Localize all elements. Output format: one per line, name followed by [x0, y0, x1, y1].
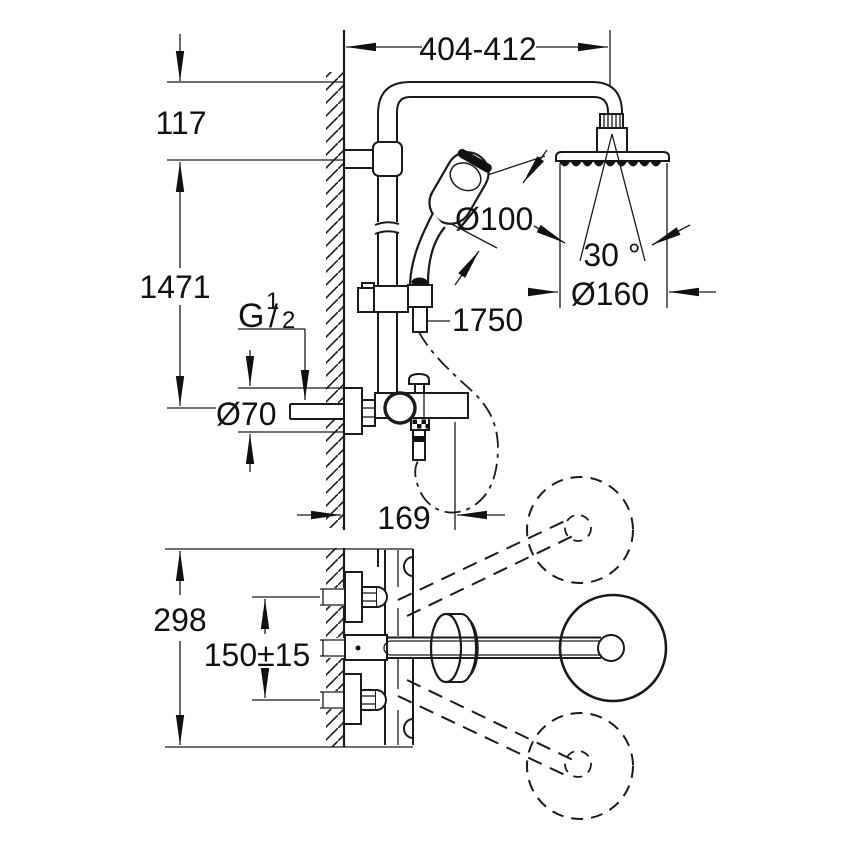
- inlet-union-bottom: [343, 673, 387, 725]
- supply-connection: [289, 403, 344, 420]
- dim-top-width-label: 404-412: [419, 31, 536, 67]
- arm-pivot: [429, 612, 463, 684]
- dim-thread-label: G 1 / 2: [238, 288, 295, 335]
- thread-prefix: G: [238, 297, 264, 335]
- dim-spout-projection-label: 169: [377, 500, 430, 536]
- dim-arm-offset-label: 117: [155, 105, 206, 141]
- spray-cone-right: [611, 133, 646, 262]
- dimension-labels: 404-412 117 1471 G 1 / 2 Ø70 Ø100 30 ° Ø…: [139, 31, 649, 673]
- dim-lines: [167, 30, 716, 530]
- mixer-body-top-view: [343, 549, 414, 745]
- front-view: [167, 30, 716, 530]
- hand-shower-handle: [408, 212, 446, 285]
- mixer-front: [343, 372, 469, 461]
- thread-denominator: 2: [282, 307, 295, 334]
- thread-numerator: 1: [266, 288, 279, 315]
- head-shower: [555, 113, 670, 262]
- dim-body-height-label: 298: [153, 602, 206, 638]
- hose-nipple: [412, 306, 428, 333]
- wall-front: [326, 30, 346, 530]
- thread-slash: /: [269, 298, 278, 334]
- dim-head-shower-label: Ø160: [571, 276, 649, 312]
- swivel-range: [397, 476, 634, 820]
- arm-end-cap: [597, 634, 625, 662]
- swivel-arm: [383, 612, 625, 684]
- spray-cone-left: [579, 133, 613, 262]
- mixer-knob: [383, 391, 417, 425]
- shower-arm-pipe: [345, 81, 623, 394]
- dim-escutcheon-label: Ø70: [216, 396, 276, 432]
- head-shower-plate: [555, 151, 670, 162]
- hand-shower-holder: [357, 282, 433, 333]
- holder-cone: [407, 284, 433, 308]
- shower-hose: [414, 331, 499, 514]
- top-view: [165, 476, 668, 820]
- head-shower-connector: [596, 127, 628, 153]
- hand-shower: [408, 148, 492, 287]
- dim-inlet-spacing-label: 150±15: [204, 637, 311, 673]
- inlet-union-top: [344, 571, 388, 623]
- hand-shower-face: [457, 148, 492, 173]
- dim-hand-shower-label: Ø100: [455, 201, 533, 237]
- dim-rail-height-label: 1471: [139, 269, 210, 305]
- diverter-knob: [408, 372, 430, 385]
- dim-hose-length-label: 1750: [452, 302, 523, 338]
- supply-stubs-top-view: [320, 588, 345, 709]
- dim-spray-angle-label: 30 °: [583, 237, 640, 273]
- head-shower-nozzles: [559, 160, 662, 167]
- mixer-escutcheon: [343, 387, 363, 435]
- spout-outlet: [410, 417, 430, 461]
